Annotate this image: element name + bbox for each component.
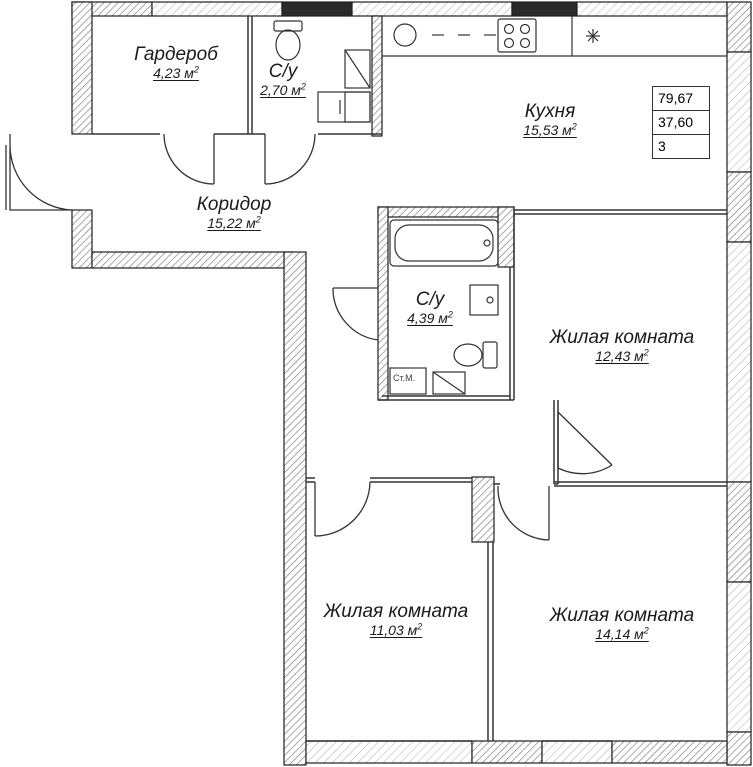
wall-right-dark1 bbox=[726, 171, 752, 243]
kitchen-counter bbox=[382, 16, 728, 57]
wall-bottom-dark bbox=[471, 740, 543, 764]
room-area: 15,22 м2 bbox=[207, 214, 261, 231]
cabinet-icon bbox=[432, 371, 466, 395]
room-area: 4,39 м2 bbox=[407, 309, 453, 326]
wall-bottom-left bbox=[305, 740, 473, 764]
wall-right-seg3 bbox=[726, 581, 752, 733]
total-area: 79,67 bbox=[653, 87, 709, 111]
sink1-icon bbox=[317, 91, 371, 123]
wall-top-mid bbox=[151, 1, 283, 17]
room-label-living2: Жилая комната 11,03 м2 bbox=[323, 601, 469, 639]
living-area: 37,60 bbox=[653, 111, 709, 135]
apartment-summary: 79,67 37,60 3 bbox=[652, 86, 710, 159]
wall-right-seg2 bbox=[726, 241, 752, 483]
room-name: С/у bbox=[268, 61, 298, 82]
bath2-fixtures bbox=[389, 219, 499, 395]
room-name: Жилая комната bbox=[549, 605, 695, 626]
wall-bath2-right bbox=[497, 206, 515, 268]
room-label-kitchen: Кухня 15,53 м2 bbox=[523, 101, 577, 139]
room-area: 2,70 м2 bbox=[260, 81, 306, 98]
doors bbox=[5, 133, 613, 541]
room-label-living3: Жилая комната 14,14 м2 bbox=[549, 605, 695, 643]
wall-top-dark1 bbox=[281, 1, 353, 17]
wall-left-upper bbox=[71, 1, 93, 135]
entrance-door bbox=[9, 134, 73, 211]
wall-right-bottom bbox=[726, 731, 752, 766]
wall-right-seg1 bbox=[726, 51, 752, 173]
hood-icon bbox=[586, 29, 600, 43]
rooms-count: 3 bbox=[658, 138, 666, 154]
wall-left-lower bbox=[71, 209, 93, 269]
bath2-door bbox=[332, 287, 379, 341]
room-area: 12,43 м2 bbox=[595, 347, 649, 364]
room-name: С/у bbox=[415, 289, 445, 310]
stove-icon bbox=[497, 18, 537, 53]
wall-top-right bbox=[351, 1, 513, 17]
wall-corridor-bottom bbox=[91, 251, 293, 269]
wall-bath1-right bbox=[371, 15, 383, 137]
room-label-corridor: Коридор 15,22 м2 bbox=[196, 194, 272, 232]
outer-walls bbox=[71, 1, 752, 766]
wall-bottom-right bbox=[611, 740, 728, 764]
sink-icon bbox=[393, 23, 417, 47]
wall-bath2-top bbox=[377, 206, 515, 218]
shower1-icon bbox=[344, 49, 371, 89]
wall-living-divider bbox=[471, 476, 495, 543]
toilet2-icon bbox=[453, 341, 498, 369]
partitions bbox=[92, 16, 727, 742]
interior-walls bbox=[371, 15, 515, 543]
bath1-door bbox=[264, 133, 316, 185]
room-area: 4,23 м2 bbox=[153, 64, 199, 81]
living3-door bbox=[497, 485, 550, 541]
room-area: 14,14 м2 bbox=[595, 625, 649, 642]
sink2-icon bbox=[469, 284, 499, 316]
room-area: 11,03 м2 bbox=[369, 621, 423, 638]
room-name: Жилая комната bbox=[549, 327, 695, 348]
living2-door bbox=[314, 481, 371, 537]
room-label-living1: Жилая комната 12,43 м2 bbox=[549, 327, 695, 365]
room-area: 15,53 м2 bbox=[523, 121, 577, 138]
room-name: Коридор bbox=[196, 194, 272, 215]
room-label-wardrobe: Гардероб 4,23 м2 bbox=[134, 44, 218, 82]
wall-right-dark2 bbox=[726, 481, 752, 583]
washer-icon bbox=[389, 367, 427, 395]
room-name: Жилая комната bbox=[323, 601, 469, 622]
toilet1-icon bbox=[273, 20, 303, 61]
wall-bottom-mid bbox=[541, 740, 613, 764]
wall-top-far bbox=[576, 1, 728, 17]
living1-door bbox=[557, 411, 613, 475]
wall-top-dark2 bbox=[511, 1, 578, 17]
room-label-bath1: С/у 2,70 м2 bbox=[260, 61, 306, 99]
wall-left-long bbox=[283, 251, 307, 766]
wardrobe-door bbox=[163, 133, 215, 185]
bath1-fixtures bbox=[273, 20, 371, 123]
wall-right-top bbox=[726, 1, 752, 53]
room-label-bath2: С/у 4,39 м2 bbox=[407, 289, 453, 327]
wall-bath2-left bbox=[377, 206, 389, 401]
washer-label: Ст.М. bbox=[393, 373, 416, 383]
room-name: Кухня bbox=[524, 101, 576, 122]
room-name: Гардероб bbox=[134, 44, 218, 65]
bathtub-icon bbox=[389, 219, 499, 267]
